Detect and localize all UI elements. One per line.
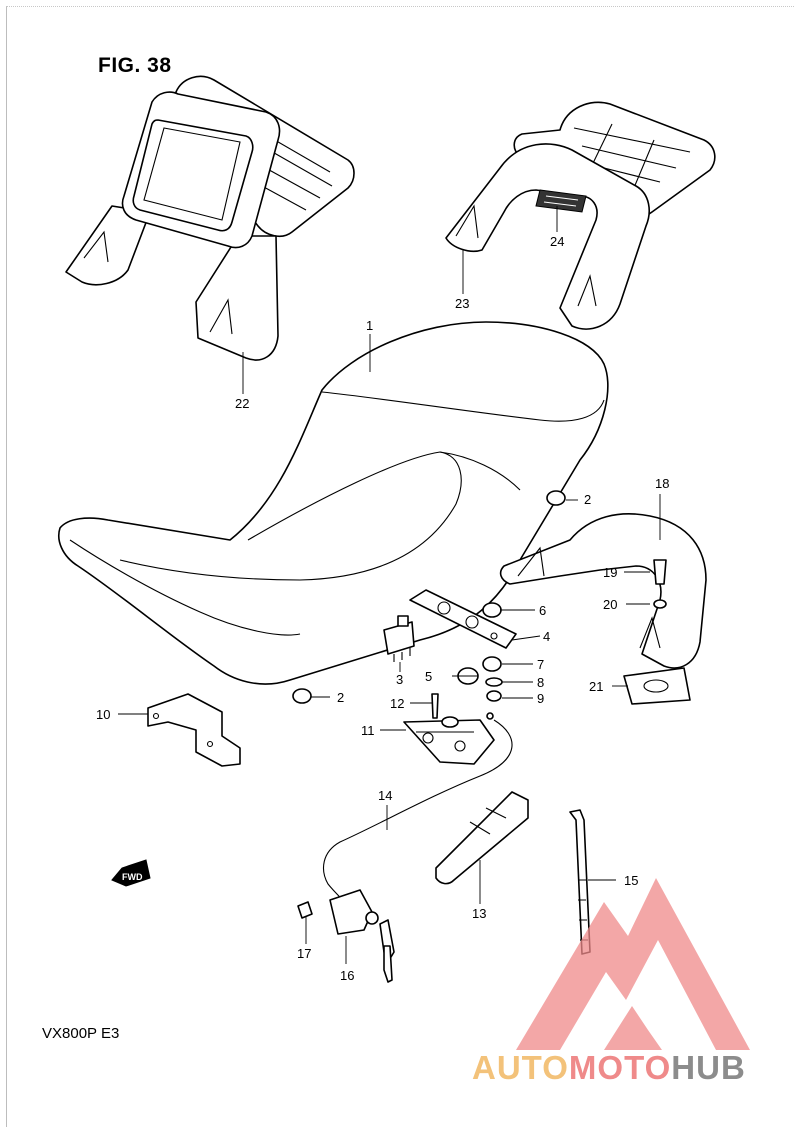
callout-23: 23	[455, 296, 469, 311]
callout-9: 9	[537, 691, 544, 706]
seat-lock-cable-part	[322, 719, 513, 907]
callout-19: 19	[603, 565, 617, 580]
seat-lock-part	[403, 693, 495, 765]
forward-arrow-icon: FWD	[111, 859, 151, 887]
callout-11: 11	[361, 723, 375, 738]
figure-title: FIG. 38	[98, 54, 172, 77]
watermark-part-3: HUB	[671, 1049, 746, 1086]
callout-24: 24	[550, 234, 564, 249]
callout-10: 10	[96, 707, 110, 722]
callout-1: 1	[366, 318, 373, 333]
watermark-wordmark: AUTOMOTOHUB	[472, 1049, 746, 1087]
callout-4: 4	[543, 629, 550, 644]
triangle-m-logo-icon	[516, 878, 750, 1050]
seat-hook-part	[383, 615, 415, 662]
rear-carrier-backrest-part	[65, 75, 355, 361]
leader-lines	[118, 206, 661, 964]
callout-20: 20	[603, 597, 617, 612]
callout-18: 18	[655, 476, 669, 491]
callout-12: 12	[390, 696, 404, 711]
callout-17: 17	[297, 946, 311, 961]
model-code: VX800P E3	[42, 1025, 120, 1042]
tool-case-part	[435, 791, 529, 885]
callout-15: 15	[624, 873, 638, 888]
callout-14: 14	[378, 788, 392, 803]
page-border	[6, 6, 794, 1127]
rear-carrier-part	[445, 101, 716, 330]
rear-grip-part	[499, 513, 707, 705]
lock-set-part	[297, 889, 395, 983]
callout-2-upper: 2	[584, 492, 591, 507]
bracket-part	[147, 693, 241, 767]
callout-labels: 1 2 2 3 4 5 6 7 8 9 10 11 12 13 14 15 16…	[96, 234, 669, 983]
callout-6: 6	[539, 603, 546, 618]
callout-21: 21	[589, 679, 603, 694]
seat-plate-part	[409, 589, 517, 649]
callout-22: 22	[235, 396, 249, 411]
watermark-part-2: MOTO	[568, 1049, 672, 1086]
callout-3: 3	[396, 672, 403, 687]
watermark-part-1: AUTO	[472, 1049, 569, 1086]
callout-5: 5	[425, 669, 432, 684]
callout-13: 13	[472, 906, 486, 921]
callout-8: 8	[537, 675, 544, 690]
callout-2-lower: 2	[337, 690, 344, 705]
seat-part	[58, 321, 609, 685]
fwd-label: FWD	[122, 872, 143, 882]
callout-16: 16	[340, 968, 354, 983]
callout-7: 7	[537, 657, 544, 672]
